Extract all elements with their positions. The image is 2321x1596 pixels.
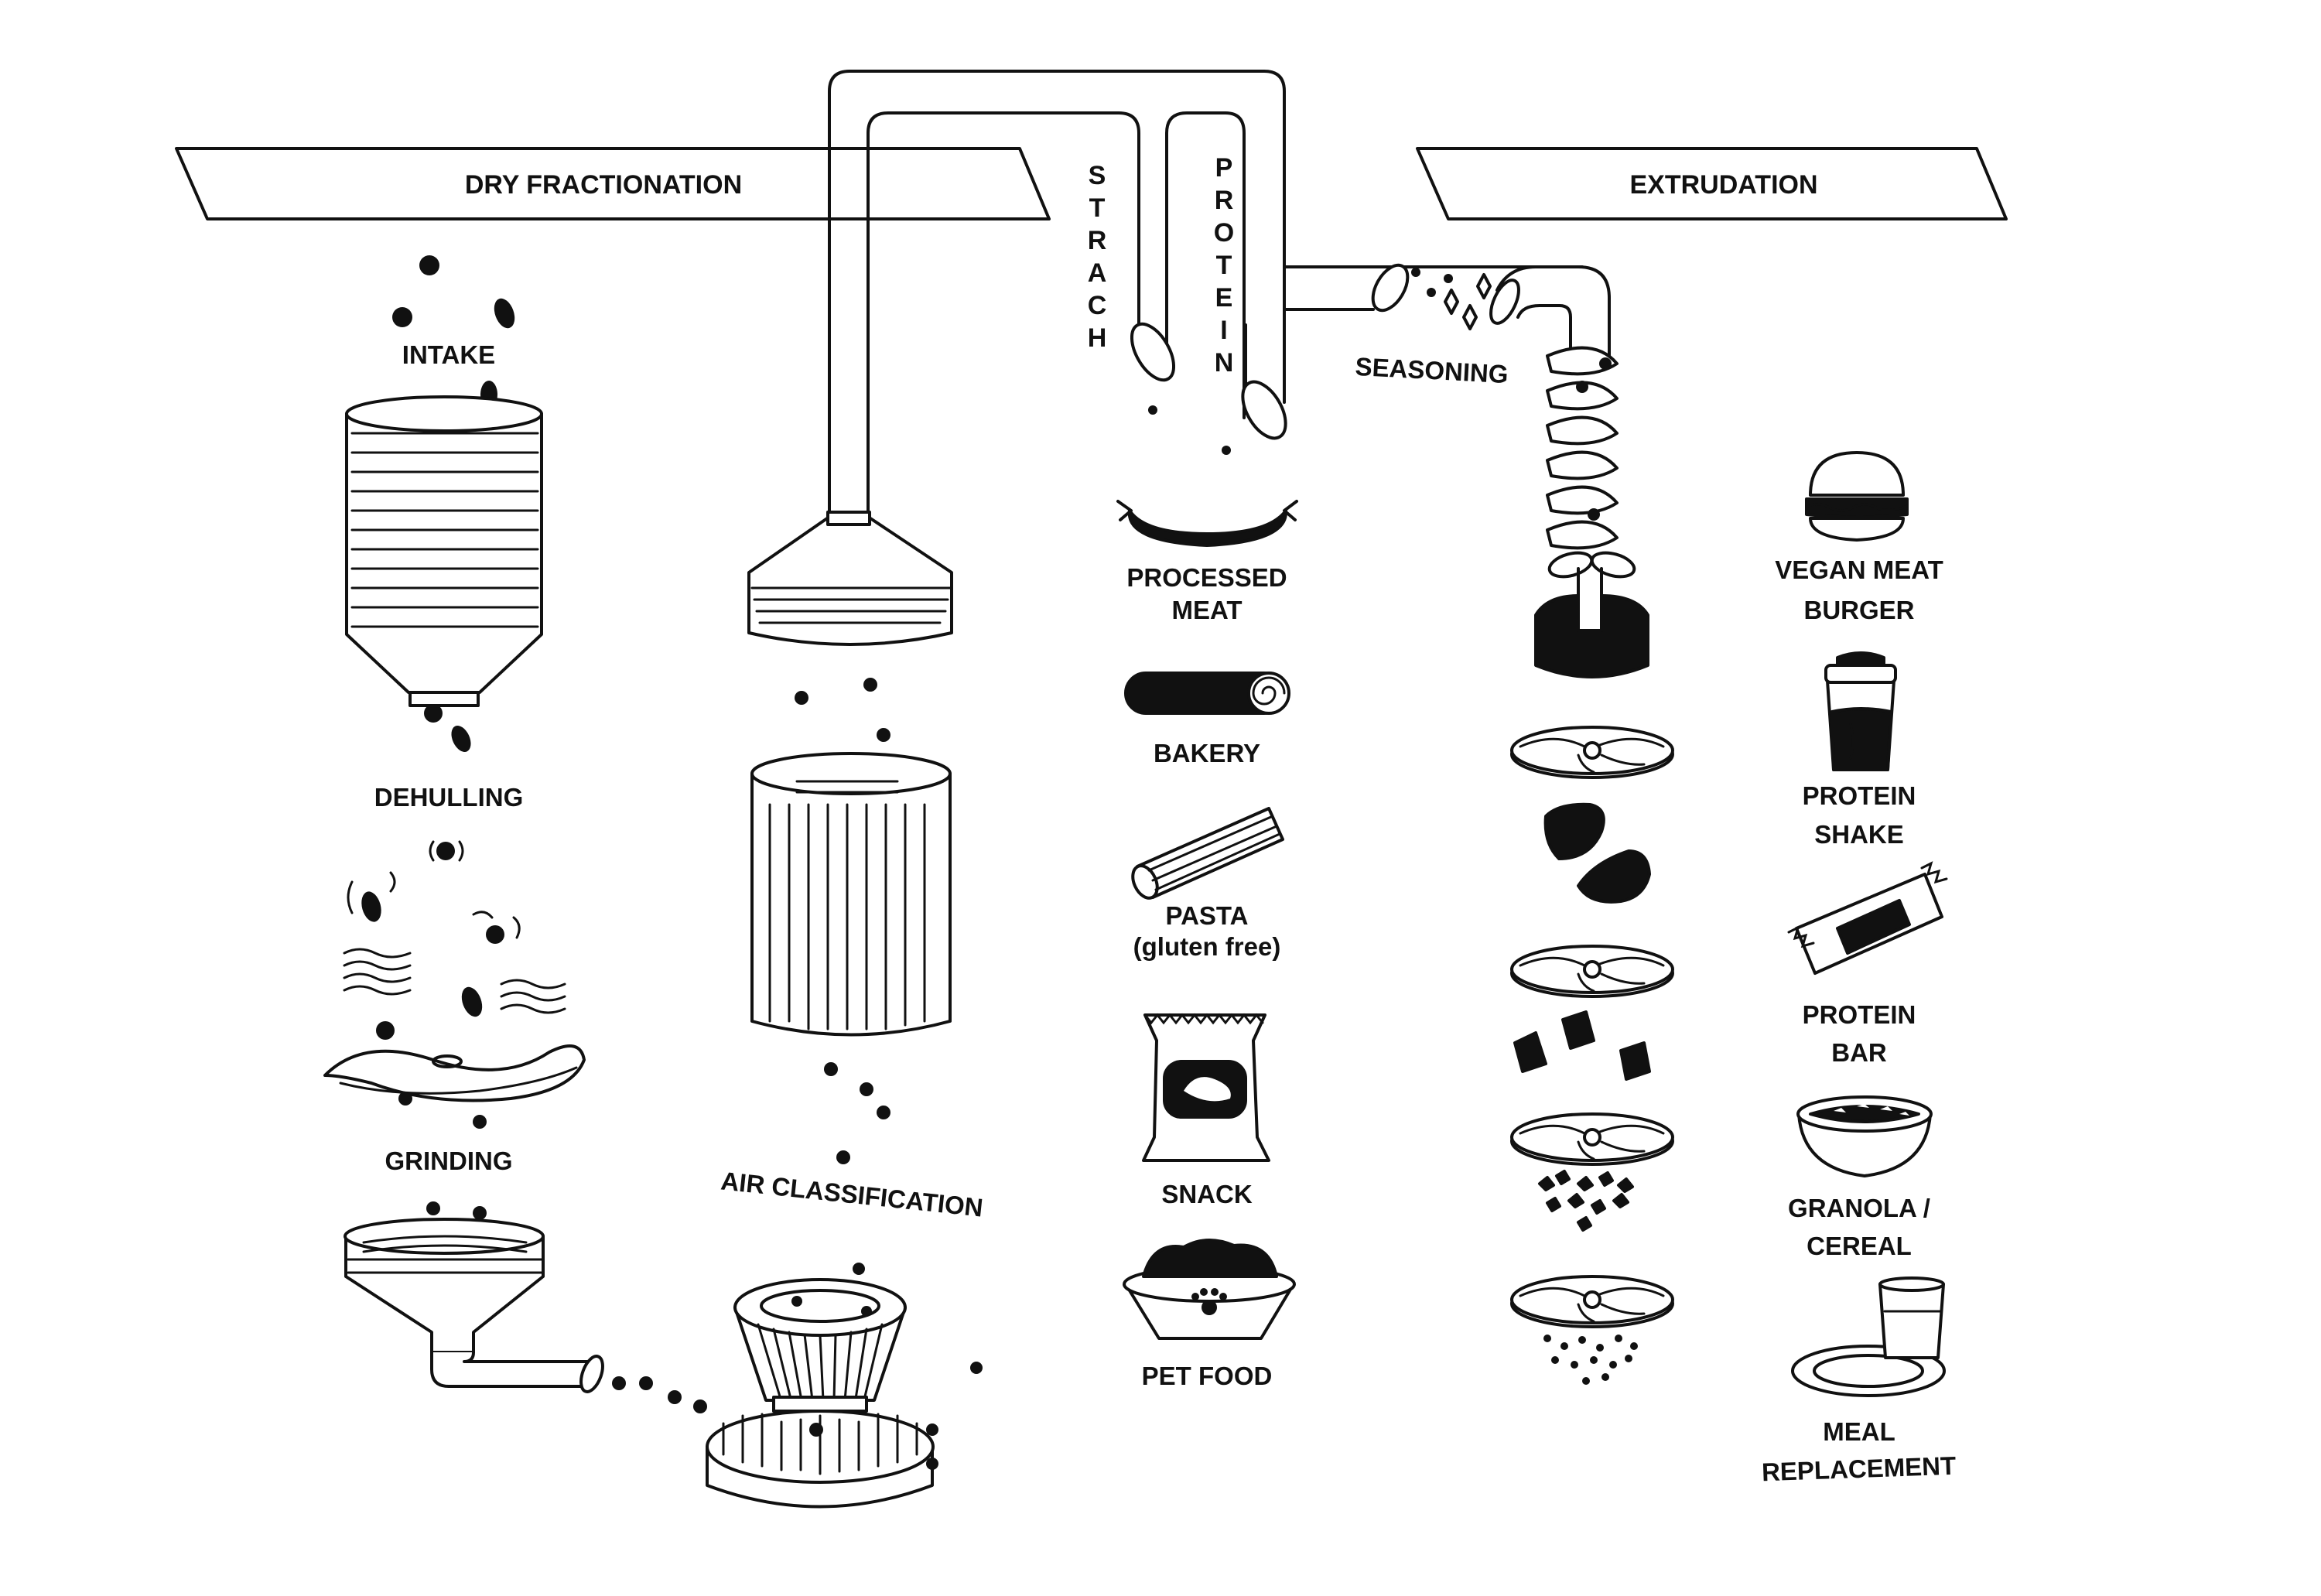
extruded-chunk-icon [1543, 802, 1651, 904]
dehulling-label: DEHULLING [374, 783, 524, 812]
processed-meat-label-1: PROCESSED [1126, 563, 1287, 592]
dry-fractionation-title: DRY FRACTIONATION [465, 170, 742, 200]
cereal-bowl-icon [1796, 1095, 1933, 1177]
extruded-crumbs-icon [1538, 1170, 1634, 1232]
cutter-plate-icon [1510, 1112, 1674, 1166]
protein-letter: R [1215, 186, 1234, 215]
grinding-dots [612, 1376, 707, 1413]
bread-roll-icon [1124, 672, 1290, 715]
extruded-nugget-icon [1513, 1010, 1651, 1081]
extrudation-banner: EXTRUDATION [1416, 147, 2008, 220]
extrudation-title: EXTRUDATION [1629, 170, 1817, 200]
protein-bar-label-1: PROTEIN [1803, 1000, 1916, 1029]
seasoning-crystals [1411, 268, 1492, 330]
pasta-label-2: (gluten free) [1133, 932, 1281, 961]
intake-beans [392, 255, 515, 408]
granola-label-2: CEREAL [1807, 1232, 1912, 1260]
seasoning-label: SEASONING [1355, 352, 1509, 388]
extruded-powder-icon [1543, 1335, 1638, 1385]
granola-label-1: GRANOLA / [1788, 1194, 1930, 1222]
pasta-icon [1131, 807, 1284, 900]
burger-icon [1805, 451, 1909, 542]
strach-letter: A [1088, 258, 1107, 288]
grinding-label: GRINDING [385, 1147, 513, 1175]
protein-letter: N [1215, 348, 1234, 378]
pasta-label-1: PASTA [1166, 901, 1249, 930]
dehulling-scatter [343, 840, 566, 1040]
strach-label: S T R A C H [1088, 161, 1107, 353]
strach-letter: R [1088, 226, 1107, 255]
protein-letter: E [1215, 283, 1233, 313]
vegan-burger-label-2: BURGER [1803, 596, 1914, 624]
protein-shake-label-2: SHAKE [1814, 820, 1904, 849]
protein-shake-label-1: PROTEIN [1803, 781, 1916, 810]
protein-letter: I [1220, 316, 1227, 345]
strach-letter: C [1088, 291, 1107, 320]
processed-meat-label-2: MEAT [1171, 596, 1242, 624]
strach-letter: S [1089, 161, 1106, 190]
snack-bag-icon [1142, 1013, 1270, 1162]
intake-hopper-icon [345, 395, 543, 752]
dehulling-ribbon-icon [323, 1044, 586, 1129]
protein-letter: T [1216, 251, 1232, 280]
strach-letter: T [1089, 193, 1106, 223]
classifier-pipes [828, 70, 1584, 518]
meal-replacement-label-2: REPLACEMENT [1761, 1451, 1956, 1487]
sausage-icon [1116, 500, 1298, 547]
protein-bar-label-2: BAR [1831, 1038, 1887, 1067]
strach-letter: H [1088, 323, 1107, 353]
grinding-funnel-icon [344, 1218, 604, 1393]
cutter-plate-icon [1510, 945, 1674, 998]
snack-label: SNACK [1161, 1180, 1253, 1208]
pet-food-label: PET FOOD [1142, 1362, 1273, 1390]
pet-bowl-icon [1123, 1238, 1296, 1340]
classifier-hood-icon [747, 511, 953, 646]
dry-fractionation-banner: DRY FRACTIONATION [175, 147, 1051, 220]
protein-letter: O [1214, 218, 1234, 248]
bakery-label: BAKERY [1154, 739, 1260, 767]
sieve-cylinder-icon [750, 752, 952, 1037]
classifier-dots-2 [824, 1062, 890, 1164]
intake-label: INTAKE [402, 340, 495, 369]
meal-replacement-label-1: MEAL [1823, 1417, 1895, 1446]
cutter-plate-icon [1510, 726, 1674, 779]
vegan-burger-label-1: VEGAN MEAT [1775, 555, 1943, 584]
protein-bar-icon [1787, 861, 1948, 975]
shaker-icon [1824, 651, 1897, 771]
air-classification-label: AIR CLASSIFICATION [720, 1166, 984, 1222]
classifier-dots-1 [795, 678, 890, 742]
cutter-plate-icon [1510, 1275, 1674, 1328]
protein-letter: P [1215, 153, 1233, 183]
mill-base-icon [706, 1263, 983, 1509]
extruder-screw-icon [1489, 265, 1649, 678]
protein-label: P R O T E I N [1214, 153, 1234, 378]
meal-plate-icon [1791, 1276, 1946, 1397]
